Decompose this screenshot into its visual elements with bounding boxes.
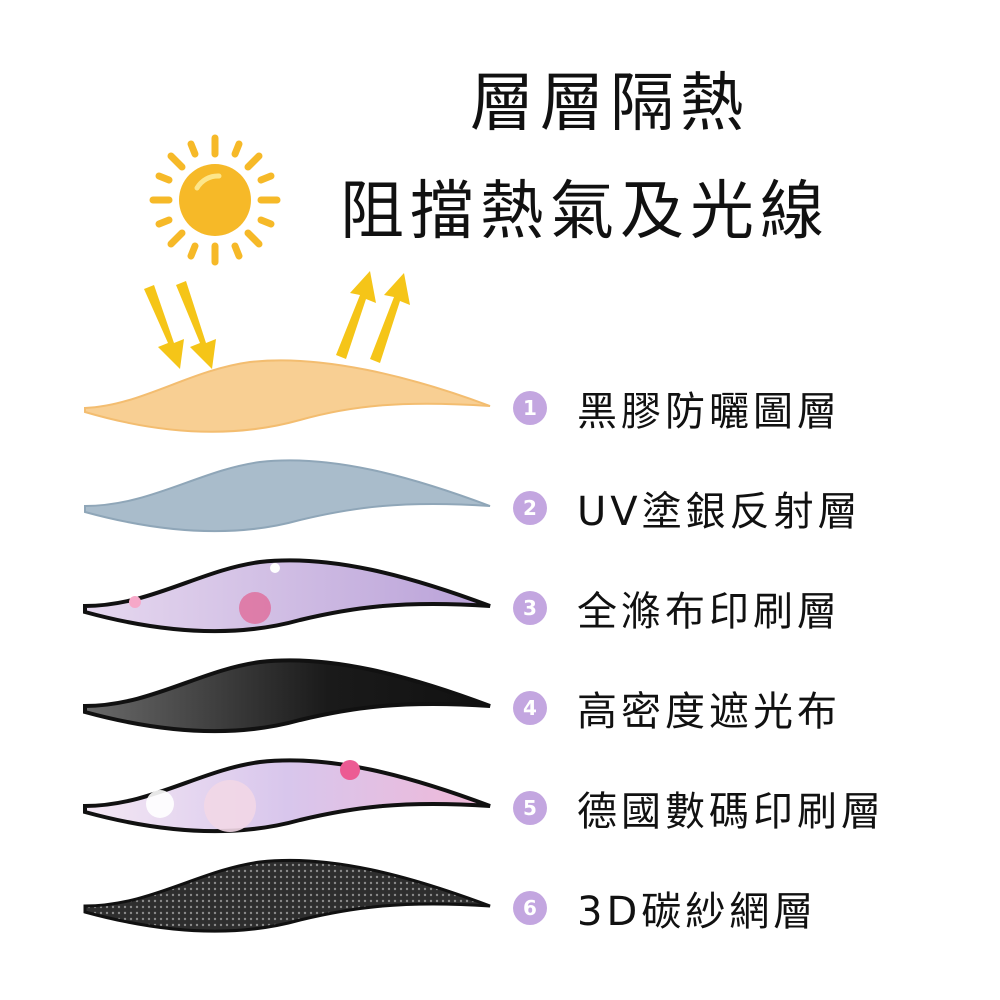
sun-icon bbox=[149, 134, 281, 266]
layer-4-shape bbox=[83, 658, 491, 734]
layer-label: 德國數碼印刷層 bbox=[577, 789, 885, 835]
number-badge: 1 bbox=[513, 391, 547, 425]
layer-row-1: 1 黑膠防曬圖層 bbox=[513, 383, 841, 435]
layer-3-shape bbox=[83, 558, 491, 634]
title-line-1: 層層隔熱 bbox=[470, 67, 750, 141]
layer-label: 3D碳紗網層 bbox=[577, 889, 818, 935]
layer-row-5: 5 德國數碼印刷層 bbox=[513, 783, 885, 835]
number-badge: 5 bbox=[513, 791, 547, 825]
layer-row-4: 4 高密度遮光布 bbox=[513, 683, 841, 735]
layer-row-6: 6 3D碳紗網層 bbox=[513, 883, 817, 935]
arrow-down-icon bbox=[144, 281, 216, 369]
number-badge: 3 bbox=[513, 591, 547, 625]
layer-1-shape bbox=[84, 359, 491, 433]
layer-label: 全滌布印刷層 bbox=[577, 589, 841, 635]
layer-5-shape bbox=[83, 758, 491, 834]
layer-label: 黑膠防曬圖層 bbox=[577, 389, 841, 435]
number-badge: 6 bbox=[513, 891, 547, 925]
layer-2-shape bbox=[84, 459, 491, 533]
layer-row-3: 3 全滌布印刷層 bbox=[513, 583, 841, 635]
layer-6-shape bbox=[83, 858, 491, 933]
number-badge: 4 bbox=[513, 691, 547, 725]
title-line-2: 阻擋熱氣及光線 bbox=[340, 175, 830, 249]
layer-label: UV塗銀反射層 bbox=[577, 489, 862, 535]
layer-label: 高密度遮光布 bbox=[577, 689, 841, 735]
layer-row-2: 2 UV塗銀反射層 bbox=[513, 483, 862, 535]
number-badge: 2 bbox=[513, 491, 547, 525]
arrow-up-icon bbox=[336, 271, 410, 363]
